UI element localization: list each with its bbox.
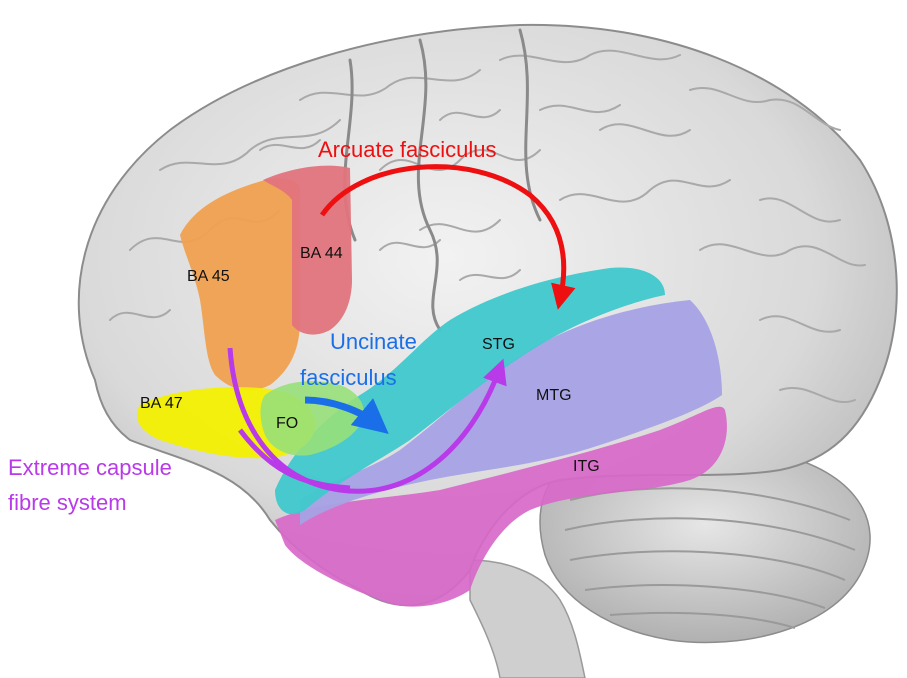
extreme-capsule-label-line1: Extreme capsule xyxy=(8,455,172,480)
uncinate-fasciculus-label-line2: fasciculus xyxy=(300,365,397,390)
ba45-label: BA 45 xyxy=(187,268,230,286)
fo-label: FO xyxy=(276,415,298,433)
stg-label: STG xyxy=(482,336,515,354)
arcuate-fasciculus-label: Arcuate fasciculus xyxy=(318,137,497,162)
mtg-label: MTG xyxy=(536,387,572,405)
ba44-label: BA 44 xyxy=(300,245,343,263)
uncinate-fasciculus-label-line1: Uncinate xyxy=(330,329,417,354)
extreme-capsule-label-line2: fibre system xyxy=(8,490,127,515)
ba47-label: BA 47 xyxy=(140,395,183,413)
itg-label: ITG xyxy=(573,458,600,476)
